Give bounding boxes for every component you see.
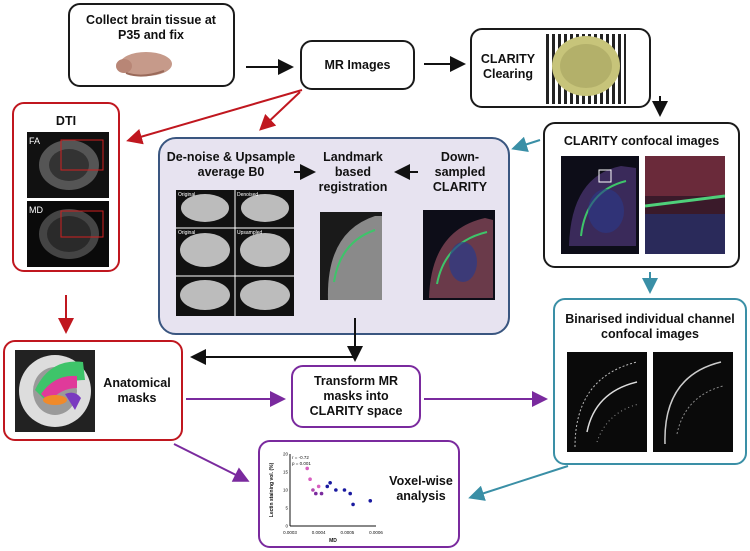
clarity-clearing-label: CLARITY Clearing [480, 52, 536, 81]
binarised-image-2 [653, 352, 733, 452]
thumb-original-2: Original [178, 230, 195, 236]
x-tick-label: 0.0006 [369, 530, 383, 535]
transform-label: Transform MR masks into CLARITY space [309, 374, 403, 418]
mr-images-box: MR Images [300, 40, 415, 90]
downsampled-image [423, 210, 495, 300]
thumb-denoised: Denoised [237, 192, 258, 198]
clarity-confocal-box: CLARITY confocal images [543, 122, 740, 268]
md-image [27, 201, 109, 267]
data-point [319, 491, 324, 496]
x-tick-label: 0.0004 [312, 530, 326, 535]
cleared-brain-image [546, 34, 626, 104]
binarised-image-1 [567, 352, 647, 452]
data-point [351, 502, 355, 507]
data-point [325, 484, 330, 489]
data-point [342, 488, 347, 492]
data-point [311, 488, 315, 492]
x-tick-label: 0.0005 [340, 530, 354, 535]
x-axis-label: MD [329, 538, 337, 544]
transform-box: Transform MR masks into CLARITY space [291, 365, 421, 428]
data-point [348, 491, 352, 496]
thumb-original-1: Original [178, 192, 195, 198]
y-tick-label: 10 [283, 488, 289, 493]
confocal-zoom-image [645, 156, 725, 254]
data-point [328, 481, 332, 485]
data-point [368, 499, 373, 503]
data-point [334, 488, 338, 492]
binarised-label: Binarised individual channel confocal im… [565, 312, 735, 341]
data-point [308, 477, 312, 481]
clarity-confocal-label: CLARITY confocal images [563, 134, 720, 148]
denoise-thumbnails: Original Denoised Original Upsampled [176, 190, 294, 316]
data-point [314, 491, 318, 496]
fa-image [27, 132, 109, 198]
fa-label: FA [29, 136, 41, 146]
y-tick-label: 20 [283, 452, 289, 457]
stat-annotation: r = -0.72 [292, 455, 309, 460]
y-tick-label: 0 [285, 524, 288, 529]
anatomical-mask-image [15, 350, 95, 432]
data-point [305, 466, 309, 471]
voxel-label: Voxel-wise analysis [389, 474, 453, 503]
stat-annotation: p = 0.001 [292, 461, 311, 466]
collect-tissue-label: Collect brain tissue at P35 and fix [86, 13, 216, 42]
anatomical-masks-label: Anatomical masks [103, 376, 171, 405]
landmark-label: Landmark based registration [318, 150, 388, 194]
mr-images-label: MR Images [324, 58, 391, 72]
y-axis-label: Lectin staining vol. (%) [269, 462, 275, 517]
arrow-mr-to-dti [126, 89, 303, 145]
registration-image [320, 212, 382, 300]
brain-tissue-image [116, 52, 172, 77]
x-tick-label: 0.0003 [283, 530, 297, 535]
downsampled-label: Down-sampled CLARITY [432, 150, 488, 194]
collect-tissue-box: Collect brain tissue at P35 and fix [68, 3, 235, 87]
arrow-mr-to-denoise [259, 91, 301, 131]
md-label: MD [29, 205, 43, 215]
denoise-label: De-noise & Upsample average B0 [166, 150, 296, 179]
confocal-overview-image [561, 156, 639, 254]
arrow-binarised-to-voxel [468, 465, 569, 501]
dti-box: DTI FA MD [12, 102, 120, 272]
data-point [316, 484, 321, 489]
clarity-clearing-box: CLARITY Clearing [470, 28, 651, 108]
binarised-box: Binarised individual channel confocal im… [553, 298, 747, 465]
y-tick-label: 5 [285, 506, 288, 511]
anatomical-masks-box: Anatomical masks [3, 340, 183, 441]
arrow-masks-to-voxel [173, 443, 250, 482]
y-tick-label: 15 [283, 470, 289, 475]
dti-label: DTI [55, 114, 77, 128]
arrow-confocal-to-panel [511, 136, 541, 152]
thumb-upsampled: Upsampled [237, 230, 263, 236]
